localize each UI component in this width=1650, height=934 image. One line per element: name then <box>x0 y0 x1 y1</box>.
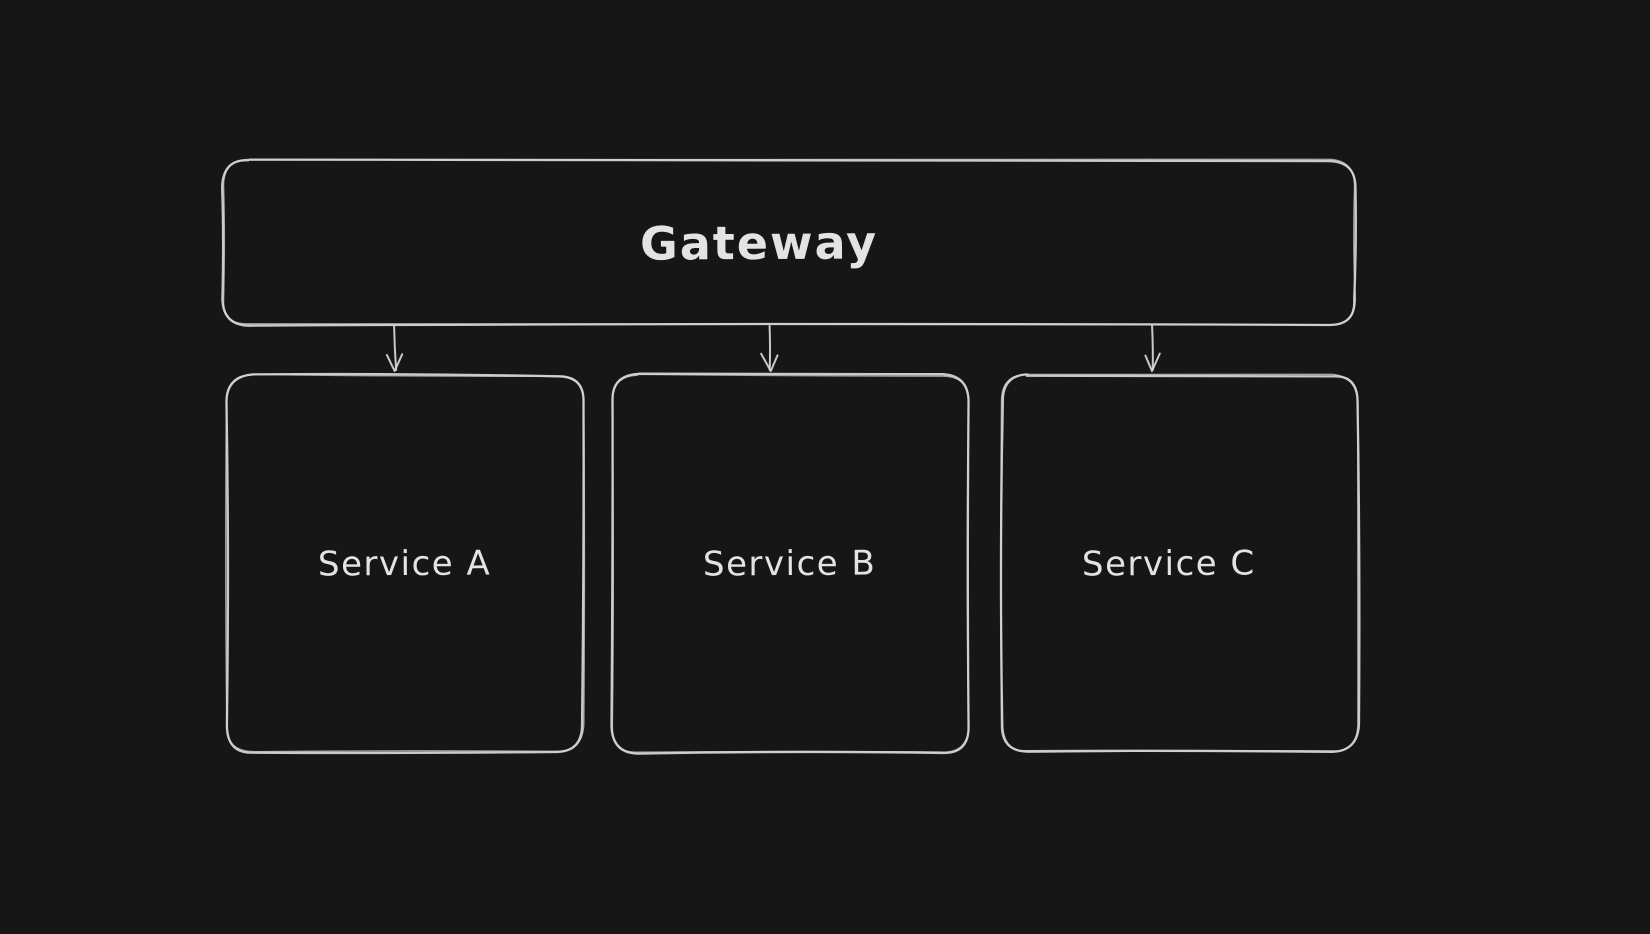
service-a-box-outline[interactable] <box>225 372 586 755</box>
arrow-gateway-to-service-c[interactable] <box>1144 325 1161 372</box>
service-b-box-outline[interactable] <box>610 372 970 755</box>
node-label: Service A <box>318 543 492 584</box>
node-service-c[interactable]: Service C <box>1002 375 1358 752</box>
node-service-a[interactable]: Service A <box>227 375 583 752</box>
node-label: Service B <box>703 543 877 585</box>
node-service-b[interactable]: Service B <box>612 375 968 753</box>
arrow-gateway-to-service-a[interactable] <box>385 325 404 372</box>
node-label: Service C <box>1082 543 1256 584</box>
arrow-gateway-to-service-b[interactable] <box>760 325 779 372</box>
service-c-box-outline[interactable] <box>999 373 1361 754</box>
node-gateway[interactable]: Gateway <box>223 160 1355 325</box>
gateway-box-outline[interactable] <box>220 158 1357 327</box>
node-label: Gateway <box>639 214 879 271</box>
